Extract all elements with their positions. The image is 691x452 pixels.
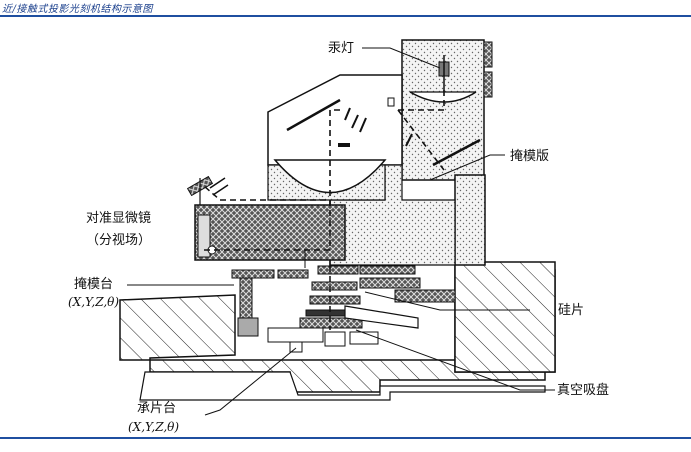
mask-stage bbox=[231, 265, 456, 337]
top-rule bbox=[0, 15, 691, 17]
label-microscope: 对准显微镜 bbox=[86, 211, 151, 226]
optics-housing bbox=[267, 74, 481, 270]
label-lamp: 汞灯 bbox=[328, 41, 354, 56]
label-mask-stage: 掩模台 bbox=[74, 277, 113, 292]
label-mask: 掩模版 bbox=[510, 149, 549, 164]
figure-caption: 近/接触式投影光刻机结构示意图 bbox=[2, 4, 153, 15]
label-wafer: 硅片 bbox=[558, 303, 584, 318]
label-wafer-stage: 承片台 bbox=[137, 401, 176, 416]
leader-lines bbox=[127, 47, 555, 416]
label-vacuum-chuck: 真空吸盘 bbox=[557, 382, 609, 398]
label-microscope-split-field: （分视场） bbox=[86, 233, 151, 248]
label-mask-stage-axes: (X,Y,Z,θ) bbox=[68, 295, 119, 309]
bottom-rule bbox=[0, 437, 691, 439]
wafer-chuck-assembly bbox=[267, 266, 419, 353]
alignment-microscope bbox=[186, 175, 346, 261]
label-wafer-stage-axes: (X,Y,Z,θ) bbox=[128, 420, 179, 434]
